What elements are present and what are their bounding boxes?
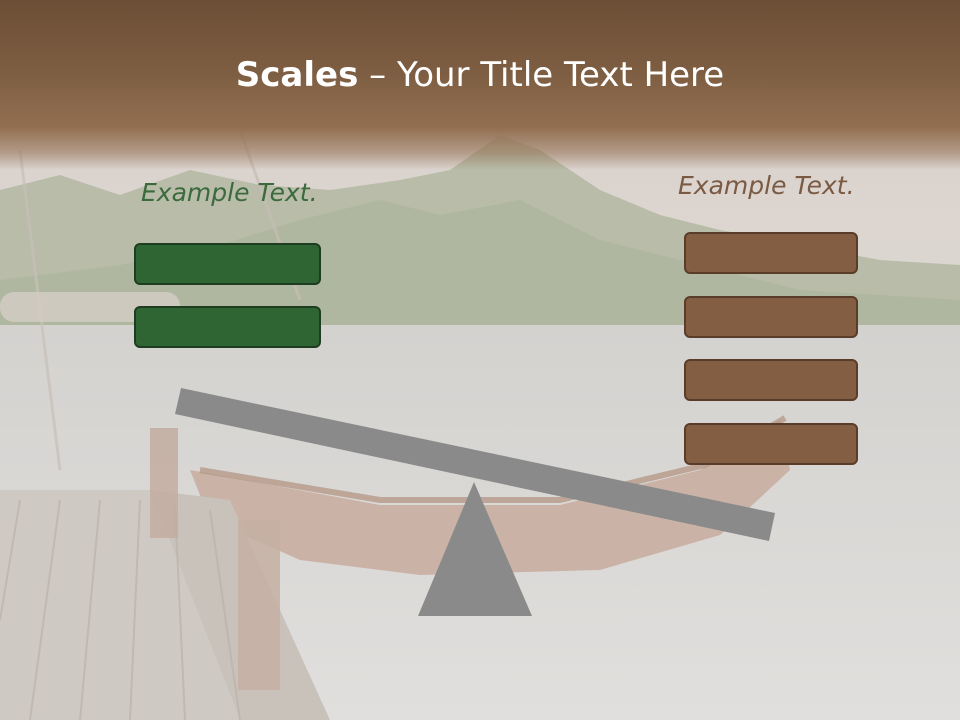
dock-planks <box>0 490 240 720</box>
dock-post <box>150 428 178 538</box>
title-band <box>0 0 960 170</box>
left-box-2 <box>134 306 321 348</box>
slide-title: Scales – Your Title Text Here <box>0 52 960 98</box>
dock-post-2 <box>238 520 280 690</box>
right-box-4 <box>684 423 858 465</box>
left-box-1 <box>134 243 321 285</box>
right-label: Example Text. <box>678 171 855 200</box>
title-rest: – Your Title Text Here <box>358 55 725 95</box>
boat-hull <box>190 420 790 575</box>
right-box-2 <box>684 296 858 338</box>
balance-beam <box>175 388 775 541</box>
left-label: Example Text. <box>141 178 318 207</box>
right-box-3 <box>684 359 858 401</box>
right-box-1 <box>684 232 858 274</box>
title-bold: Scales <box>235 55 359 95</box>
fulcrum-triangle <box>418 482 532 616</box>
